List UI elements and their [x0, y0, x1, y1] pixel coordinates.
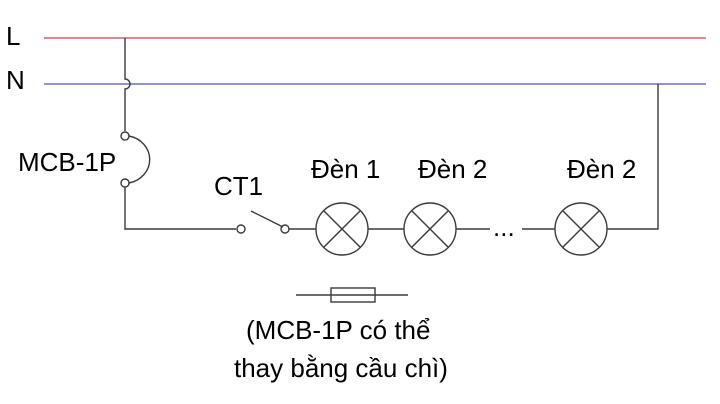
- load-wire-1: [124, 187, 236, 230]
- lamp-1-symbol: [315, 202, 369, 256]
- breaker-label: MCB-1P: [18, 147, 116, 177]
- breaker-symbol: [120, 131, 151, 188]
- lamp-2-symbol: [403, 202, 457, 256]
- lamp-2-label: Đèn 2: [418, 154, 487, 184]
- live-line-label: L: [6, 21, 20, 51]
- feed-wire: [124, 38, 131, 131]
- lamp-3-symbol: [554, 202, 608, 256]
- continuation-dots: ...: [493, 212, 515, 242]
- note-line-1: (MCB-1P có thể: [246, 315, 430, 345]
- switch-label: CT1: [214, 171, 263, 201]
- neutral-line-label: N: [6, 65, 25, 95]
- switch-symbol: [236, 210, 290, 234]
- lamp-3-label: Đèn 2: [567, 154, 636, 184]
- note-line-2: thay bằng cầu chì): [234, 353, 448, 383]
- fuse-symbol: [296, 287, 408, 303]
- lamp-1-label: Đèn 1: [311, 154, 380, 184]
- return-wire: [607, 84, 659, 230]
